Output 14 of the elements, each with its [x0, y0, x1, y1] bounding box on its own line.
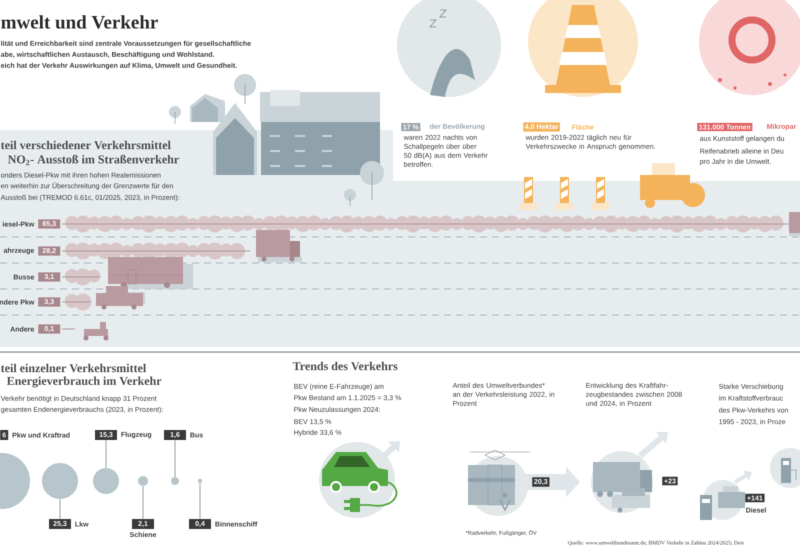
- section-heading: Energieverbrauch im Verkehr: [6, 376, 162, 388]
- leader-line: [142, 486, 144, 520]
- section-heading: Trends des Verkehrs: [292, 362, 398, 370]
- energy-bubble: [0, 453, 30, 509]
- leader-line: [174, 440, 176, 478]
- section-heading: teil einzelner Verkehrsmittel: [0, 364, 146, 372]
- energy-bubble: [171, 477, 179, 485]
- energy-bubble: [93, 468, 119, 494]
- section-heading: teil verschiedener Verkehrsmittel: [0, 140, 171, 150]
- energy-bubble: [198, 478, 202, 484]
- section-heading: NO$_{2}$- Ausstoß im Straßenverkehr: [8, 154, 179, 166]
- title: mwelt und Verkehr: [1, 15, 158, 29]
- energy-bubble: [42, 463, 78, 499]
- energy-bubble: [138, 476, 148, 486]
